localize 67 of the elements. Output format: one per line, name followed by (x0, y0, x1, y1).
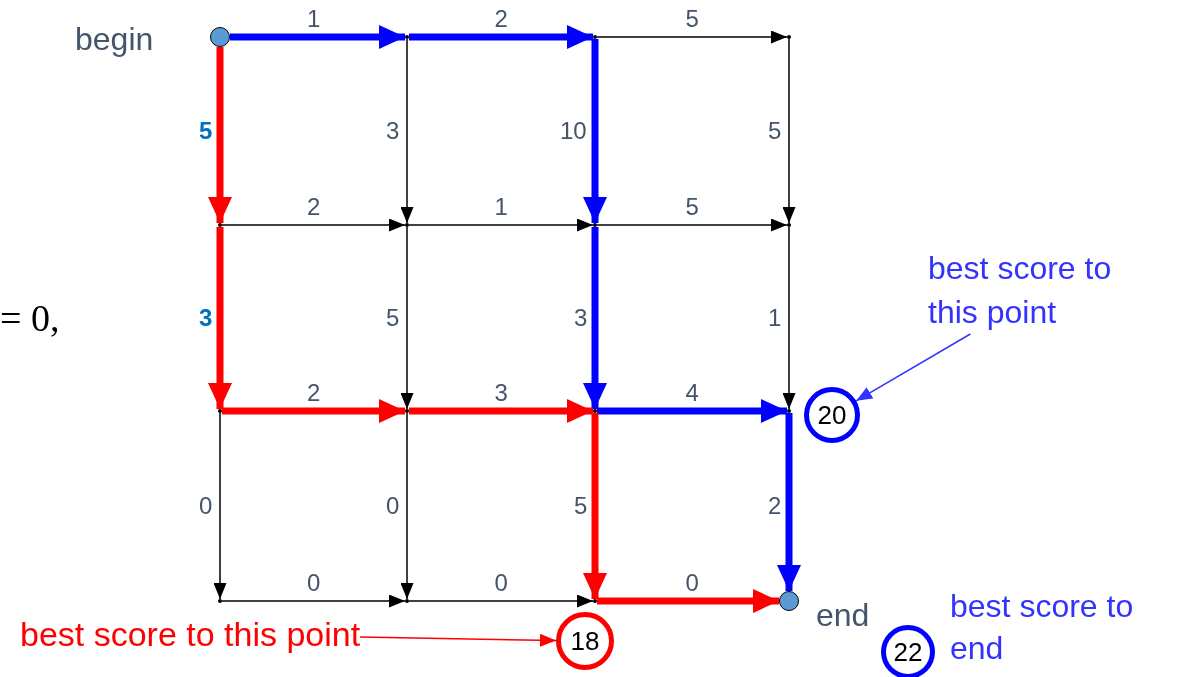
edge-label: 0 (685, 569, 699, 597)
grid-point (405, 35, 409, 39)
endpoint-dot (779, 591, 799, 611)
annotation-text: best score to this point (20, 612, 361, 656)
grid-point (218, 599, 222, 603)
arrow (782, 38, 796, 224)
arrow (221, 594, 406, 608)
score-circle: 18 (556, 612, 614, 670)
edge-label: 0 (307, 569, 321, 597)
arrow (855, 333, 972, 402)
grid-point (218, 409, 222, 413)
arrow (408, 594, 594, 608)
grid-point (593, 223, 597, 227)
arrow (777, 413, 801, 591)
edge-label: 3 (199, 304, 213, 332)
arrow (400, 38, 414, 224)
edge-label: 5 (768, 117, 782, 145)
arrow (583, 413, 607, 599)
edge-label: 5 (199, 117, 213, 145)
arrow (597, 399, 787, 423)
arrow (782, 226, 796, 410)
arrow (400, 226, 414, 410)
grid-point (405, 599, 409, 603)
annotation-text: best score to this point (928, 246, 1163, 334)
edge-label: 2 (307, 379, 321, 407)
score-circle: 20 (804, 387, 860, 443)
edge-label: 5 (685, 5, 699, 33)
arrow (596, 218, 788, 232)
score-circle: 22 (881, 625, 935, 677)
edge-label: 0 (199, 492, 213, 520)
edge-label: 2 (307, 193, 321, 221)
edge-label: 5 (386, 304, 400, 332)
endpoint-dot (210, 27, 230, 47)
grid-point (405, 223, 409, 227)
node-label: begin (75, 20, 155, 59)
edge-label: 3 (494, 379, 508, 407)
edge-label: 5 (574, 492, 588, 520)
equation-text: = 0, (0, 296, 60, 340)
arrow (408, 218, 594, 232)
grid-point (593, 599, 597, 603)
edge-label: 1 (768, 304, 782, 332)
grid-point (787, 223, 791, 227)
arrow (213, 412, 227, 600)
edge-label: 1 (307, 5, 321, 33)
edge-label: 2 (494, 5, 508, 33)
edge-label: 4 (685, 379, 699, 407)
grid-point (218, 223, 222, 227)
arrow (597, 589, 779, 613)
edge-label: 5 (685, 193, 699, 221)
node-label: best score to end (950, 587, 1135, 668)
edge-label: 3 (574, 304, 588, 332)
node-label: end (816, 596, 871, 635)
edge-label: 10 (560, 117, 587, 145)
edge-label: 2 (768, 492, 782, 520)
edge-label: 1 (494, 193, 508, 221)
grid-point (787, 409, 791, 413)
edge-label: 3 (386, 117, 400, 145)
edge-label: 0 (494, 569, 508, 597)
arrow (359, 633, 557, 647)
grid-point (593, 35, 597, 39)
arrow (596, 30, 788, 44)
arrow (221, 218, 406, 232)
grid-point (405, 409, 409, 413)
edge-label: 0 (386, 492, 400, 520)
grid-point (787, 35, 791, 39)
grid-point (593, 409, 597, 413)
arrow (400, 412, 414, 600)
